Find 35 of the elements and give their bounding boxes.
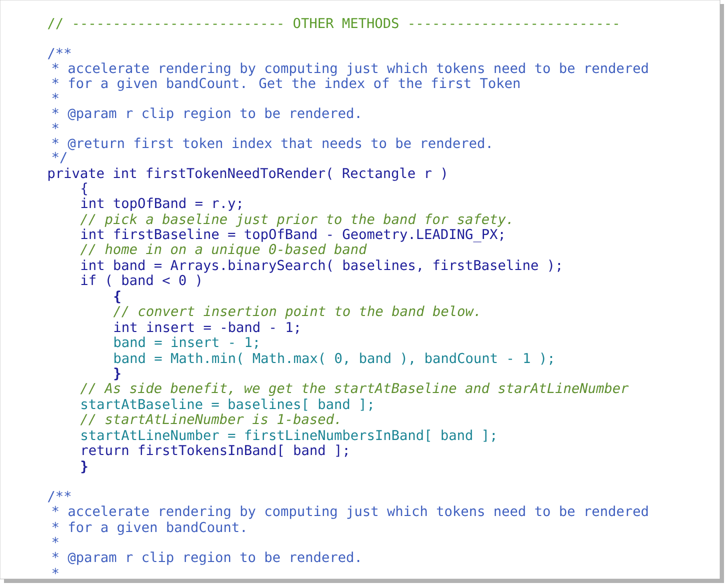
code-comment: // pick a baseline just prior to the band for safety.	[80, 214, 510, 227]
code-comment: // As side benefit, we get the startAtBaseline and starAtLineNumber	[80, 382, 629, 396]
doc-comment: *	[52, 122, 58, 130]
doc-comment: * accelerate rendering by computing just which tokens need to be rendered	[52, 506, 648, 519]
code-comment: // -------------------------- OTHER METHODS --------------------------	[48, 18, 618, 30]
code-comment: // startAtLineNumber is 1-based.	[80, 414, 338, 426]
code-line: private int firstTokenNeedToRender( Rectangle r )	[48, 168, 446, 181]
doc-comment: * for a given bandCount.	[52, 522, 245, 535]
code-line: band = insert - 1;	[114, 336, 258, 349]
doc-comment: *	[52, 536, 58, 544]
code-line: int insert = -band - 1;	[114, 322, 298, 334]
code-line: startAtBaseline = baselines[ band ];	[82, 398, 372, 411]
code-line: startAtLineNumber = firstLineNumbersInBand[ band ];	[82, 430, 495, 442]
code-line: {	[82, 182, 87, 196]
doc-comment: * accelerate rendering by computing just which tokens need to be rendered	[52, 62, 648, 76]
code-line: int topOfBand = r.y;	[81, 198, 241, 211]
doc-comment: */	[52, 152, 67, 164]
code-line: int firstBaseline = topOfBand - Geometry.LEADING_PX;	[81, 228, 503, 242]
code-line: int band = Arrays.binarySearch( baselines, firstBaseline );	[81, 260, 560, 273]
code-line: if ( band < 0 )	[81, 274, 200, 287]
doc-comment: *	[52, 92, 58, 100]
code-line: band = Math.min( Math.max( 0, band ), bandCount - 1 );	[114, 352, 552, 365]
doc-comment: * @param r clip region to be rendered.	[52, 552, 360, 565]
doc-comment: * for a given bandCount. Get the index of the first Token	[52, 78, 520, 91]
doc-comment: /**	[48, 48, 71, 60]
code-brace: }	[114, 368, 120, 380]
doc-comment: * @param r clip region to be rendered.	[52, 108, 360, 121]
code-brace: {	[114, 290, 120, 304]
code-comment: // convert insertion point to the band below.	[113, 306, 478, 319]
code-brace: }	[81, 460, 88, 474]
code-line: return firstTokensInBand[ band ];	[82, 444, 348, 457]
doc-comment: * @return first token index that needs to be rendered.	[52, 138, 490, 150]
doc-comment: /**	[48, 490, 71, 502]
doc-comment: *	[52, 568, 58, 574]
code-comment: // home in on a unique 0-based band	[80, 244, 367, 257]
